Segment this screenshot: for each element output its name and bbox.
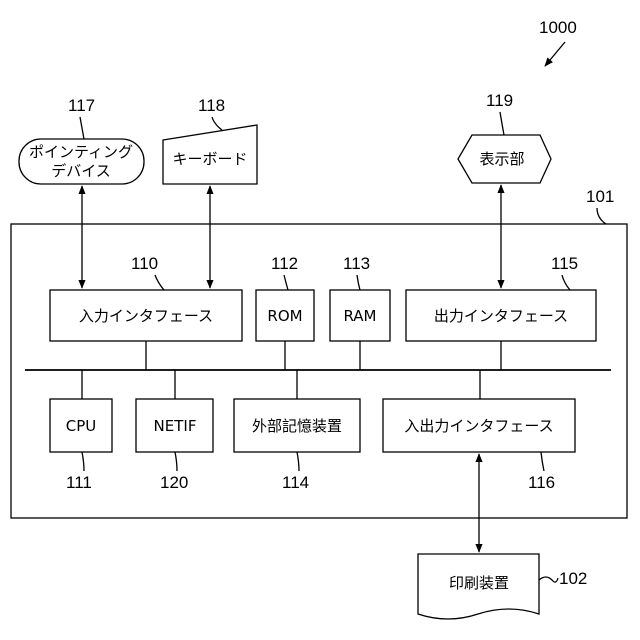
- cpu-label: CPU: [66, 417, 97, 435]
- ram-label: RAM: [343, 307, 376, 325]
- printer-leader-line: [539, 577, 558, 582]
- ram-ref-label: 113: [343, 254, 370, 273]
- display-leader-line: [500, 112, 504, 135]
- rom-label: ROM: [267, 307, 302, 325]
- keyboard-ref-label: 118: [198, 96, 225, 115]
- display-ref-label: 119: [486, 91, 513, 110]
- keyboard-label: キーボード: [172, 150, 247, 168]
- netif-ref-label: 120: [160, 473, 188, 492]
- input-interface-label: 入力インタフェース: [79, 307, 213, 325]
- system-ref-arrow: [545, 42, 565, 66]
- output-interface-ref-label: 115: [551, 254, 578, 273]
- computer-ref-label: 101: [586, 187, 614, 206]
- pointing-device-leader-line: [80, 117, 84, 139]
- display-label: 表示部: [479, 150, 524, 168]
- input-interface-ref-label: 110: [131, 254, 158, 273]
- cpu-ref-label: 111: [66, 473, 92, 492]
- pointing-device-label-line2: デバイス: [51, 162, 111, 180]
- external-storage-ref-label: 114: [282, 473, 309, 492]
- io-interface-label: 入出力インタフェース: [404, 417, 553, 435]
- netif-label: NETIF: [154, 417, 197, 435]
- computer-leader-line: [597, 208, 606, 224]
- output-interface-label: 出力インタフェース: [434, 307, 568, 325]
- external-storage-label: 外部記憶装置: [252, 417, 342, 435]
- system-ref-label: 1000: [539, 18, 577, 37]
- io-interface-ref-label: 116: [528, 473, 555, 492]
- keyboard-leader-line: [212, 117, 222, 130]
- pointing-device-ref-label: 117: [68, 96, 95, 115]
- pointing-device-label-line1: ポインティング: [29, 143, 133, 161]
- printer-ref-label: 102: [559, 569, 587, 588]
- rom-ref-label: 112: [271, 254, 298, 273]
- printer-label: 印刷装置: [449, 574, 509, 592]
